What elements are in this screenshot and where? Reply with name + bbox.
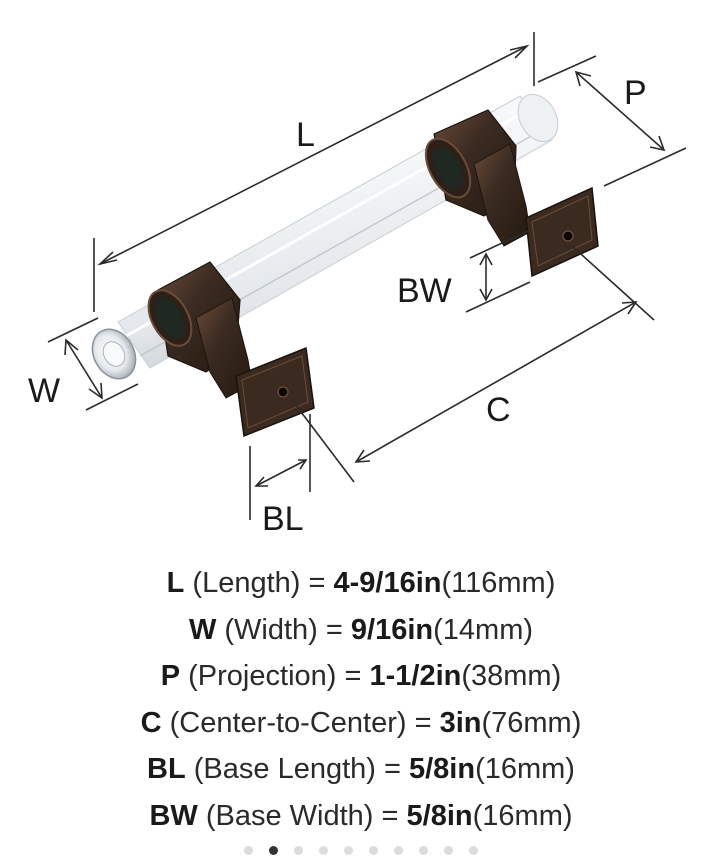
dimension-label-length: L [296,116,315,154]
right-base-plate [525,186,599,278]
spec-imperial: 3in [439,706,482,739]
carousel-dot[interactable] [369,846,378,855]
spec-line-projection: P (Projection) = 1-1/2in(38mm) [0,653,722,700]
left-base-plate [235,346,315,438]
carousel-dot[interactable] [294,846,303,855]
spec-abbr: BL [147,753,186,785]
carousel-dot[interactable] [469,846,478,855]
spec-name: (Width) = [216,613,351,646]
dimension-label-base-width: BW [397,272,452,310]
spec-line-center-to-center: C (Center-to-Center) = 3in(76mm) [0,700,722,747]
spec-imperial: 4-9/16in [333,567,442,599]
spec-name: (Center-to-Center) = [161,706,440,739]
spec-abbr: C [140,706,162,739]
spec-imperial: 1-1/2in [369,660,462,692]
spec-imperial: 5/8in [406,799,473,832]
spec-line-length: L (Length) = 4-9/16in(116mm) [0,560,722,607]
spec-metric: (16mm) [472,799,573,832]
spec-metric: (76mm) [481,706,582,739]
spec-imperial: 9/16in [350,613,434,646]
carousel-dot[interactable] [419,846,428,855]
spec-abbr: W [188,613,217,646]
right-screw-hole [562,230,574,242]
dimension-spec-list: L (Length) = 4-9/16in(116mm) W (Width) =… [0,560,722,839]
left-screw-hole [277,386,289,398]
carousel-dot[interactable] [444,846,453,855]
left-post [147,261,315,438]
right-post [424,109,599,278]
dimension-label-width: W [28,372,60,410]
carousel-dot[interactable] [394,846,403,855]
spec-imperial: 5/8in [408,753,476,785]
dimension-lines [47,32,687,520]
spec-abbr: L [166,567,185,599]
spec-metric: (16mm) [475,753,575,785]
carousel-dot[interactable] [269,846,278,855]
spec-name: (Length) = [184,567,334,599]
product-dimension-diagram: L W P BW C BL [28,32,687,538]
spec-name: (Base Width) = [197,799,407,832]
spec-line-base-length: BL (Base Length) = 5/8in(16mm) [0,746,722,793]
spec-abbr: P [160,660,181,692]
spec-metric: (38mm) [461,660,562,692]
spec-name: (Base Length) = [185,753,409,785]
dimension-label-projection: P [624,74,647,112]
spec-metric: (116mm) [441,567,556,599]
spec-abbr: BW [149,799,198,832]
carousel-dot[interactable] [319,846,328,855]
spec-name: (Projection) = [180,660,370,692]
dimension-label-base-length: BL [262,500,304,538]
spec-line-width: W (Width) = 9/16in(14mm) [0,607,722,654]
spec-line-base-width: BW (Base Width) = 5/8in(16mm) [0,793,722,840]
carousel-dot[interactable] [244,846,253,855]
spec-metric: (14mm) [433,613,534,646]
carousel-dot[interactable] [344,846,353,855]
carousel-pagination [0,846,722,858]
dimension-label-center: C [486,391,511,429]
